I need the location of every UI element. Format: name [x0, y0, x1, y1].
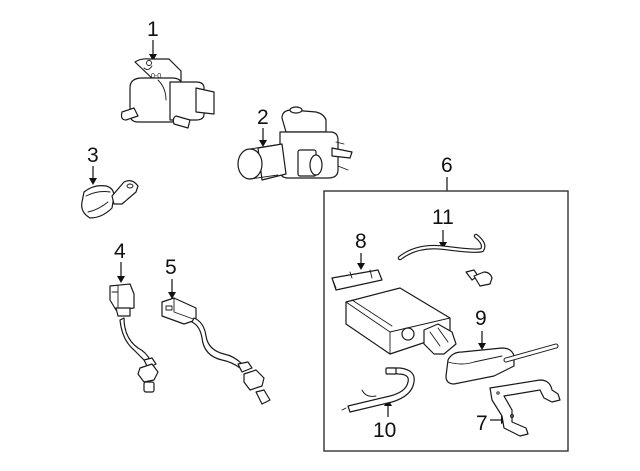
vent-hose-icon — [341, 367, 415, 413]
callout-arrow-9 — [478, 331, 486, 350]
canister-icon — [345, 287, 457, 355]
callout-label-5: 5 — [165, 256, 177, 279]
oxygen-sensor-5-icon — [161, 297, 271, 405]
callout-label-3: 3 — [87, 144, 99, 167]
part-6-canister-assembly[interactable]: 6 — [323, 154, 569, 452]
part-5-oxygen-sensor[interactable]: 5 — [161, 256, 271, 405]
callout-label-9: 9 — [475, 307, 487, 330]
callout-arrow-5 — [168, 279, 176, 299]
callout-label-1: 1 — [147, 18, 159, 41]
part-7-bracket[interactable]: 7 — [476, 379, 561, 437]
callout-label-11: 11 — [432, 206, 454, 229]
part-11-vapor-hose[interactable]: 11 — [397, 206, 493, 287]
callout-label-7: 7 — [476, 412, 488, 435]
part-3-knock-sensor[interactable]: 3 — [81, 144, 139, 219]
callout-label-2: 2 — [257, 106, 269, 129]
callout-arrow-8 — [357, 253, 365, 270]
knock-sensor-icon — [81, 180, 139, 219]
part-8-canister-mount[interactable]: 8 — [331, 230, 383, 291]
part-1-vacuum-switching-valve[interactable]: 1 0-0 — [120, 18, 215, 129]
hose-fill — [398, 234, 485, 260]
callout-arrow-1 — [149, 40, 157, 61]
part-4-oxygen-sensor[interactable]: 4 — [109, 240, 159, 393]
hose-connector-icon — [465, 269, 493, 287]
callout-arrow-4 — [117, 262, 125, 283]
callout-label-10: 10 — [373, 419, 396, 442]
purge-valve-body-icon — [237, 106, 353, 181]
part-10-vent-hose[interactable]: 10 — [341, 367, 415, 442]
callout-arrow-3 — [89, 166, 97, 185]
part-2-purge-valve[interactable]: 2 — [237, 106, 353, 181]
oxygen-sensor-4-icon — [109, 283, 159, 393]
callout-label-4: 4 — [114, 240, 126, 263]
bracket-icon — [489, 379, 561, 437]
group-box-frame — [323, 190, 569, 452]
canister-mount-icon — [331, 269, 383, 291]
svg-text:0-0: 0-0 — [151, 73, 161, 80]
callout-label-8: 8 — [355, 230, 367, 253]
part-9-canister-filter[interactable]: 9 — [445, 307, 559, 385]
canister-filter-icon — [445, 343, 559, 385]
callout-label-6: 6 — [441, 154, 453, 177]
callout-arrow-2 — [259, 128, 267, 147]
valve-body-icon: 0-0 — [120, 58, 215, 129]
charcoal-canister[interactable] — [345, 287, 457, 355]
